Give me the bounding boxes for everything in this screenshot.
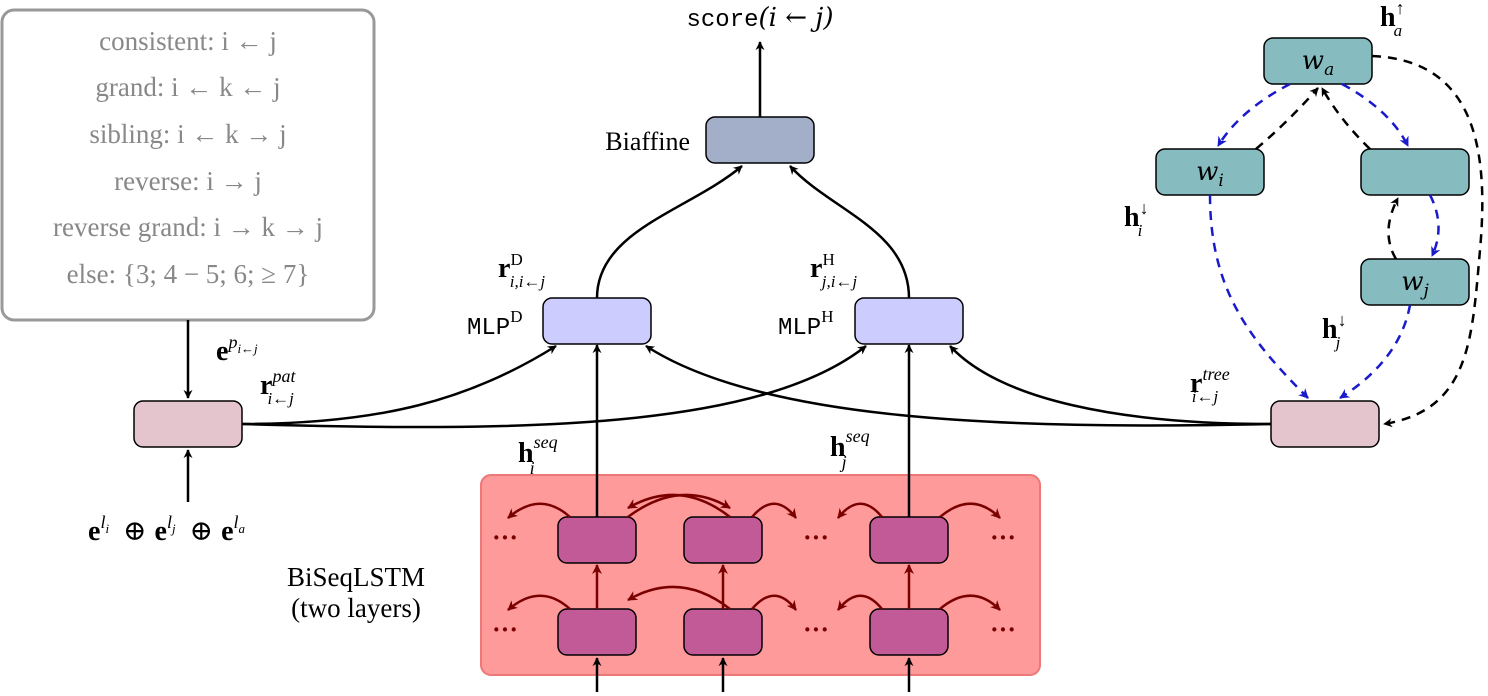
tree-node-wa [1263,37,1373,85]
mlp-h-label: MLPH [778,307,834,342]
legend-line-consistent: consistent: i ← j [99,26,277,56]
lstm-cell-bottom-1 [557,608,637,656]
tree-node-wj [1360,258,1470,306]
pattern-embedding-label: epi←j [216,332,258,367]
biseqlstm-sublabel: (two layers) [291,593,421,623]
legend-line-grand: grand: i ← k ← j [95,72,280,102]
h-a-up-label: h↑a [1380,0,1405,40]
biseqlstm-region: ··· ··· ··· ··· ··· ··· [480,474,1041,692]
tree-node-sibling [1360,148,1470,196]
legend-line-reverse: reverse: i → j [114,166,262,196]
lstm-cell-top-3 [869,516,949,564]
mlp-h-box [854,297,964,345]
ellipsis: ··· [990,523,1016,552]
lstm-cell-bottom-3 [869,608,949,656]
pattern-legend: consistent: i ← j grand: i ← k ← j sibli… [0,8,376,322]
h-i-down-label: h↓i [1124,198,1149,240]
biseqlstm-label: BiSeqLSTM [287,562,425,592]
tree-node-wi-label: wi [1196,157,1224,191]
ellipsis: ··· [990,615,1016,644]
h-j-down-label: h↓j [1322,310,1347,352]
biaffine-box [705,116,815,164]
pattern-embedding-box [133,400,243,448]
biaffine-label: Biaffine [605,127,690,156]
legend-line-sibling: sibling: i ← k → j [89,119,286,149]
ellipsis: ··· [492,523,518,552]
ellipsis: ··· [803,615,829,644]
legend-line-else: else: {3; 4 − 5; 6; ≥ 7} [67,259,310,289]
mlp-d-label: MLPD [467,307,523,342]
lstm-cell-top-2 [683,516,763,564]
lstm-cell-top-1 [557,516,637,564]
tree-node-wj-label: wj [1401,267,1429,301]
label-embedding-input: eli ⊕ elj ⊕ ela [88,512,246,547]
lstm-cell-bottom-2 [683,608,763,656]
mlp-d-box [542,297,652,345]
tree-node-wa-label: wa [1302,46,1334,80]
score-output-label: score(i ← j) [687,3,834,34]
legend-line-reverse-grand: reverse grand: i → k → j [53,212,323,242]
ellipsis: ··· [803,523,829,552]
ellipsis: ··· [492,615,518,644]
tree-embedding-box [1270,400,1380,448]
